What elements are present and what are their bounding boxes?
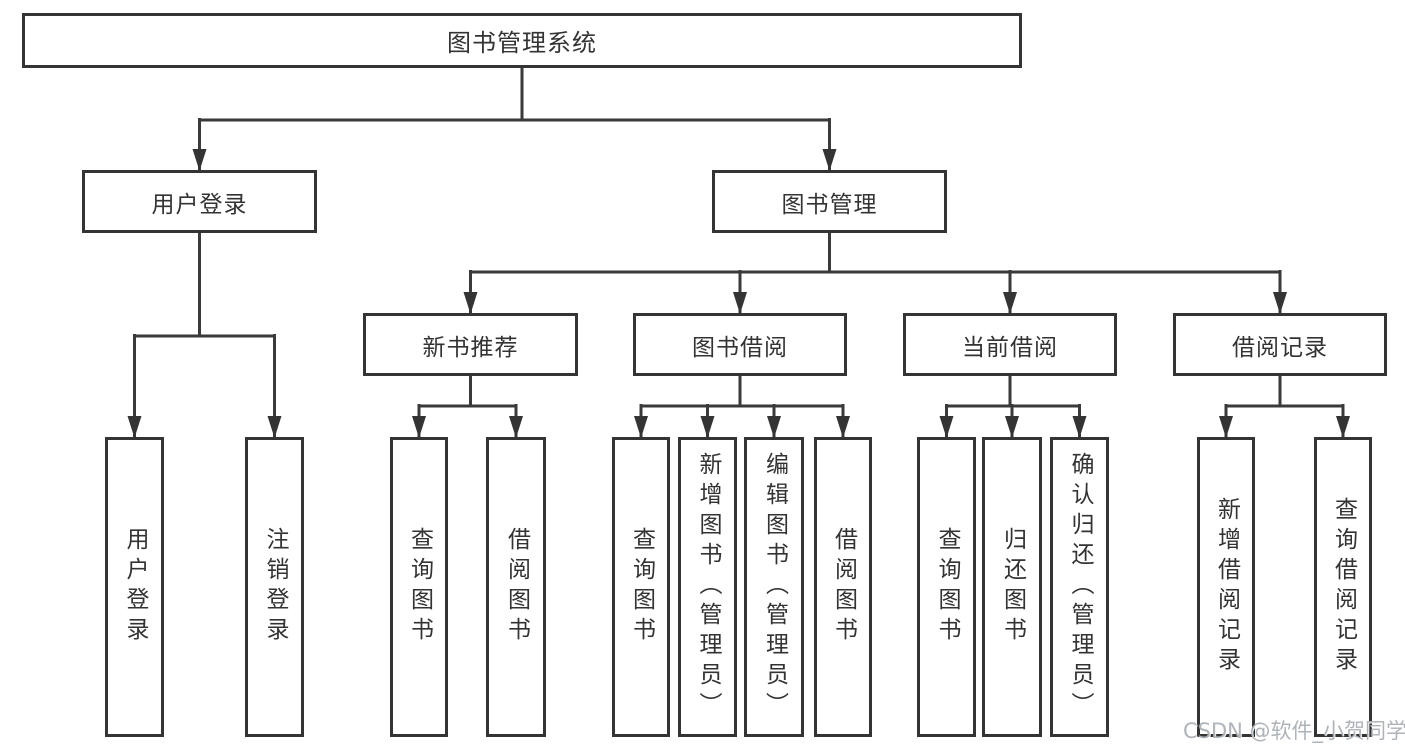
leaf-label: 归还图书 <box>999 527 1026 647</box>
leaf-query-books: 查询图书 <box>390 437 448 737</box>
leaf-label: 编辑图书（管理员） <box>761 452 788 722</box>
leaf-return-books: 归还图书 <box>982 437 1042 737</box>
watermark: CSDN @软件_小贺同学 <box>1183 719 1405 743</box>
leaf-label: 确认归还（管理员） <box>1067 452 1093 722</box>
leaf-label: 用户登录 <box>122 527 148 647</box>
leaf-borrow-books: 借阅图书 <box>814 437 872 737</box>
node-label: 当前借阅 <box>962 334 1058 361</box>
leaf-add-books-admin: 新增图书（管理员） <box>678 437 737 737</box>
leaf-label: 查询图书 <box>406 527 433 647</box>
leaf-label: 查询借阅记录 <box>1330 497 1357 677</box>
node-new-book-recommendation: 新书推荐 <box>363 313 578 376</box>
node-label: 图书借阅 <box>692 334 788 361</box>
leaf-label: 查询图书 <box>628 527 655 647</box>
connector-group <box>127 68 1350 438</box>
node-label: 借阅记录 <box>1232 334 1328 361</box>
leaf-label: 借阅图书 <box>503 527 530 647</box>
leaf-query-books: 查询图书 <box>917 437 976 737</box>
leaf-edit-books-admin: 编辑图书（管理员） <box>744 437 804 737</box>
leaf-logout: 注销登录 <box>245 437 304 737</box>
leaf-add-borrow-record: 新增借阅记录 <box>1197 437 1255 737</box>
leaf-label: 新增图书（管理员） <box>695 452 721 722</box>
node-user-login: 用户登录 <box>82 170 317 233</box>
node-label: 新书推荐 <box>422 334 519 361</box>
leaf-borrow-books: 借阅图书 <box>486 437 546 737</box>
node-current-borrowing: 当前借阅 <box>903 313 1117 376</box>
leaf-user-login: 用户登录 <box>105 437 164 737</box>
leaf-label: 借阅图书 <box>830 527 857 647</box>
node-book-management-system: 图书管理系统 <box>22 13 1022 68</box>
leaf-confirm-return-admin: 确认归还（管理员） <box>1050 437 1109 737</box>
leaf-query-borrow-record: 查询借阅记录 <box>1314 437 1372 737</box>
node-label: 图书管理系统 <box>447 29 597 57</box>
node-label: 图书管理 <box>781 191 878 218</box>
leaf-label: 注销登录 <box>262 527 288 647</box>
leaf-label: 新增借阅记录 <box>1213 497 1240 677</box>
node-borrowing-records: 借阅记录 <box>1173 313 1387 376</box>
leaf-label: 查询图书 <box>934 527 960 647</box>
node-label: 用户登录 <box>151 191 248 218</box>
node-book-borrowing: 图书借阅 <box>633 313 847 376</box>
leaf-query-books: 查询图书 <box>612 437 670 737</box>
node-book-management: 图书管理 <box>712 170 947 233</box>
